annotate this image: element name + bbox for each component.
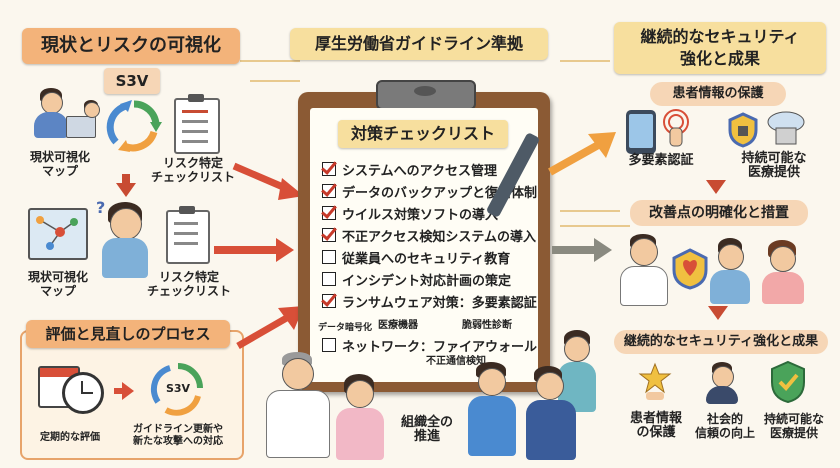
checklist-item-label: 従業員へのセキュリティ教育 — [342, 251, 511, 267]
patient-protect-pill: 患者情報の保護 — [650, 82, 786, 106]
continuous-pill: 継続的なセキュリティ強化と成果 — [614, 330, 828, 354]
org-promotion-label: 組織全の 推進 — [400, 415, 453, 444]
checklist-item-label: ウイルス対策ソフトの導入 — [342, 207, 499, 223]
fingerprint-icon — [660, 108, 692, 148]
circuit-line — [560, 210, 620, 212]
person-laptop-illustration — [30, 86, 100, 146]
down-arrow-shaft — [122, 174, 130, 184]
down-arrow — [706, 180, 726, 194]
data-encrypt-label: データ暗号化 — [318, 323, 373, 333]
checklist-item-label: 不正アクセス検知システムの導入 — [342, 229, 536, 245]
checkbox[interactable] — [322, 272, 336, 286]
checkbox[interactable] — [322, 250, 336, 264]
checkbox[interactable] — [322, 338, 336, 352]
red-arrow-lower — [236, 302, 306, 356]
checklist-item: ランサムウェア対策：多要素認証 — [322, 290, 538, 312]
checklist-title: 対策チェックリスト — [338, 120, 508, 148]
banner-review-process: 評価と見直しのプロセス — [26, 320, 230, 348]
down-arrow — [708, 306, 728, 320]
checklist-item-label: インシデント対応計画の策定 — [342, 273, 512, 289]
red-arrow-middle-shaft — [214, 246, 278, 254]
sub-vuln: 脆弱性診断 — [462, 320, 512, 331]
sub-medical: 医療機器 — [378, 320, 418, 331]
checklist-item-label: システムへのアクセス管理 — [342, 163, 497, 179]
outcome-patient-label: 患者情報 の保護 — [629, 411, 682, 440]
guideline-update-label: ガイドライン更新や 新たな攻撃への対応 — [133, 424, 223, 447]
recycle-cycle-icon — [106, 100, 162, 152]
medical-team-illustration — [618, 228, 828, 306]
checklist-item-label: ランサムウェア対策：多要素認証 — [342, 295, 537, 311]
smartphone-icon — [626, 110, 656, 154]
s3v-badge: S3V — [104, 68, 160, 94]
down-arrow — [116, 183, 136, 197]
checkbox[interactable] — [322, 206, 336, 220]
red-arrow-upper — [232, 160, 304, 204]
network-map-icon — [28, 208, 88, 260]
shield-icon — [728, 112, 758, 148]
checklist-item-label: データのバックアップと復旧体制 — [342, 185, 538, 201]
regular-eval-label: 定期的な評価 — [40, 432, 100, 443]
outcome-sustainable-label: 持続可能な 医療提供 — [763, 412, 824, 440]
orange-arrow-up-right — [548, 128, 618, 182]
network-sub-label: 不正通信検知 — [426, 356, 486, 367]
s3v-cycle-label: S3V — [165, 382, 191, 395]
clarify-pill: 改善点の明確化と措置 — [630, 200, 808, 226]
shield-check-icon — [768, 360, 808, 404]
star-hand-icon — [638, 362, 672, 402]
mfa-label: 多要素認証 — [628, 153, 694, 168]
sustainable-label: 持続可能な 医療提供 — [741, 151, 807, 180]
checklist-label-2: リスク特定 チェックリスト — [146, 270, 231, 298]
map-label-1: 現状可視化 マップ — [29, 150, 90, 178]
cloud-database-icon — [764, 110, 808, 148]
checkbox[interactable] — [322, 294, 336, 308]
checklist-item: インシデント対応計画の策定 — [322, 268, 538, 290]
checklist: システムへのアクセス管理データのバックアップと復旧体制ウイルス対策ソフトの導入不… — [322, 158, 538, 312]
checklist-paper — [310, 108, 538, 382]
checkbox[interactable] — [322, 228, 336, 242]
doctor-illustration — [260, 350, 340, 460]
review-process-panel — [20, 330, 244, 460]
circuit-line — [240, 60, 300, 62]
checklist-label-1: リスク特定 チェックリスト — [150, 156, 235, 184]
red-arrow-middle — [276, 238, 294, 262]
staff-illustration — [462, 360, 522, 460]
outcome-trust-label: 社会的 信頼の向上 — [694, 412, 755, 440]
clipboard-clip — [376, 80, 476, 110]
checkbox[interactable] — [322, 162, 336, 176]
gray-arrow-shaft — [552, 246, 596, 254]
checklist-item: データのバックアップと復旧体制 — [322, 180, 538, 202]
checkbox[interactable] — [322, 184, 336, 198]
map-label-2: 現状可視化 マップ — [27, 270, 88, 298]
clipboard-checklist-icon — [166, 206, 210, 264]
checklist-item: 不正アクセス検知システムの導入 — [322, 224, 538, 246]
clock-icon — [62, 372, 104, 414]
businessman-icon — [702, 362, 742, 404]
worried-person-illustration: ? — [94, 196, 156, 280]
banner-guideline: 厚生労働省ガイドライン準拠 — [290, 28, 548, 60]
circuit-line — [560, 60, 610, 62]
nurse-illustration — [330, 372, 390, 462]
s3v-cycle-icon — [150, 363, 203, 416]
banner-visualization: 現状とリスクの可視化 — [22, 28, 240, 64]
right-arrow-shaft — [114, 388, 124, 394]
right-arrow — [122, 382, 134, 400]
checklist-item: システムへのアクセス管理 — [322, 158, 538, 180]
banner-continuous-security: 継続的なセキュリティ 強化と成果 — [614, 22, 826, 74]
circuit-line — [560, 225, 630, 227]
checklist-item: ウイルス対策ソフトの導入 — [322, 202, 538, 224]
network-row: ネットワーク：ファイアウォール — [322, 334, 537, 356]
doctors-group-illustration — [520, 330, 596, 462]
gray-arrow-right — [594, 238, 612, 262]
clipboard-checklist-icon — [174, 94, 220, 154]
network-label: ネットワーク：ファイアウォール — [342, 339, 538, 355]
checklist-item: 従業員へのセキュリティ教育 — [322, 246, 538, 268]
circuit-line — [250, 80, 300, 82]
